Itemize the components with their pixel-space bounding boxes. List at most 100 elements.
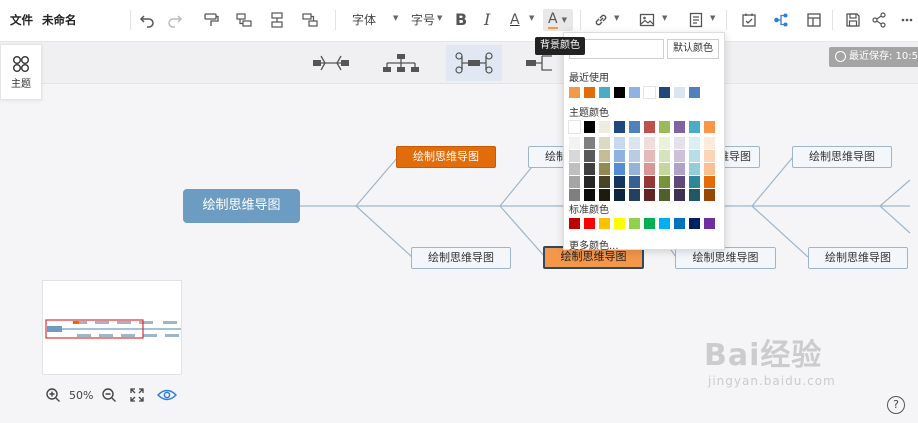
color-swatch[interactable]: [599, 121, 610, 133]
color-swatch[interactable]: [599, 87, 610, 98]
color-swatch[interactable]: [659, 189, 670, 201]
insert-parent-button[interactable]: [299, 9, 321, 31]
mindmap-root-node[interactable]: 绘制思维导图: [183, 189, 300, 223]
color-swatch[interactable]: [614, 87, 625, 98]
color-swatch[interactable]: [599, 150, 610, 162]
color-swatch[interactable]: [689, 121, 700, 133]
color-swatch[interactable]: [614, 121, 625, 133]
color-swatch[interactable]: [629, 176, 640, 188]
color-swatch[interactable]: [674, 150, 685, 162]
mindmap-node[interactable]: 绘制思维导图: [808, 247, 908, 269]
color-swatch[interactable]: [689, 218, 700, 229]
color-swatch[interactable]: [614, 189, 625, 201]
color-swatch[interactable]: [644, 176, 655, 188]
eye-icon[interactable]: [157, 387, 178, 403]
color-swatch[interactable]: [614, 176, 625, 188]
italic-button[interactable]: I: [484, 10, 491, 29]
more-colors-link[interactable]: 更多颜色...: [569, 241, 619, 252]
insert-image-button[interactable]: [636, 9, 658, 31]
color-swatch[interactable]: [629, 189, 640, 201]
insert-child-button[interactable]: [233, 9, 255, 31]
layout-option-org-chart[interactable]: [373, 45, 429, 81]
color-swatch[interactable]: [629, 87, 640, 98]
bold-button[interactable]: B: [455, 10, 468, 29]
color-swatch[interactable]: [659, 121, 670, 133]
color-swatch[interactable]: [674, 137, 685, 149]
color-swatch[interactable]: [659, 87, 670, 98]
layout-option-logic[interactable]: [516, 45, 572, 81]
default-color-button[interactable]: 默认颜色: [667, 39, 719, 59]
color-swatch[interactable]: [704, 176, 715, 188]
color-swatch[interactable]: [584, 189, 595, 201]
color-swatch[interactable]: [614, 150, 625, 162]
share-button[interactable]: [868, 9, 890, 31]
layout-option-fishbone[interactable]: [303, 45, 359, 81]
color-swatch[interactable]: [689, 87, 700, 98]
color-swatch[interactable]: [674, 189, 685, 201]
font-color-button[interactable]: A: [510, 12, 520, 28]
undo-button[interactable]: [136, 9, 158, 31]
color-swatch[interactable]: [689, 163, 700, 175]
color-swatch[interactable]: [689, 150, 700, 162]
insert-note-button[interactable]: [685, 9, 707, 31]
color-swatch[interactable]: [644, 150, 655, 162]
color-swatch[interactable]: [599, 189, 610, 201]
color-swatch[interactable]: [674, 176, 685, 188]
color-swatch[interactable]: [643, 86, 656, 99]
color-swatch[interactable]: [674, 218, 685, 229]
mindmap-node[interactable]: 绘制思维导图: [792, 146, 892, 168]
color-swatch[interactable]: [569, 218, 580, 229]
color-swatch[interactable]: [644, 121, 655, 133]
format-painter-button[interactable]: [200, 9, 222, 31]
save-button[interactable]: [842, 9, 864, 31]
color-swatch[interactable]: [629, 137, 640, 149]
color-swatch[interactable]: [674, 87, 685, 98]
minimap[interactable]: [42, 280, 182, 375]
color-swatch[interactable]: [674, 121, 685, 133]
color-swatch[interactable]: [599, 163, 610, 175]
insert-link-button[interactable]: [590, 9, 612, 31]
color-swatch[interactable]: [599, 176, 610, 188]
color-swatch[interactable]: [659, 218, 670, 229]
color-swatch[interactable]: [584, 218, 595, 229]
background-color-button[interactable]: A ▼: [543, 9, 573, 31]
color-swatch[interactable]: [568, 120, 581, 134]
color-swatch[interactable]: [584, 137, 595, 149]
color-swatch[interactable]: [644, 163, 655, 175]
color-swatch[interactable]: [629, 150, 640, 162]
task-button[interactable]: [738, 9, 760, 31]
color-swatch[interactable]: [659, 176, 670, 188]
zoom-in-icon[interactable]: [45, 387, 61, 403]
color-swatch[interactable]: [659, 137, 670, 149]
color-swatch[interactable]: [629, 163, 640, 175]
color-swatch[interactable]: [614, 163, 625, 175]
color-swatch[interactable]: [704, 218, 715, 229]
file-menu[interactable]: 文件: [10, 13, 33, 27]
font-size-select[interactable]: 字号: [411, 13, 436, 27]
color-swatch[interactable]: [584, 150, 595, 162]
color-swatch[interactable]: [584, 121, 595, 133]
document-title[interactable]: 未命名: [42, 13, 77, 27]
color-swatch[interactable]: [584, 163, 595, 175]
color-swatch[interactable]: [629, 121, 640, 133]
more-menu-button[interactable]: [896, 9, 918, 31]
color-swatch[interactable]: [569, 189, 580, 201]
color-swatch[interactable]: [644, 218, 655, 229]
color-swatch[interactable]: [584, 176, 595, 188]
color-swatch[interactable]: [614, 137, 625, 149]
color-swatch[interactable]: [689, 189, 700, 201]
help-button[interactable]: ?: [887, 396, 905, 414]
color-swatch[interactable]: [569, 87, 580, 98]
layout-option-mindmap[interactable]: [446, 45, 502, 81]
layout-panel-button[interactable]: [803, 9, 825, 31]
theme-panel-button[interactable]: 主题: [0, 44, 42, 100]
color-swatch[interactable]: [659, 150, 670, 162]
color-swatch[interactable]: [704, 189, 715, 201]
color-swatch[interactable]: [614, 218, 625, 229]
color-swatch[interactable]: [689, 176, 700, 188]
color-swatch[interactable]: [569, 137, 580, 149]
mindmap-node[interactable]: 绘制思维导图: [411, 247, 511, 269]
color-swatch[interactable]: [704, 121, 715, 133]
zoom-out-icon[interactable]: [101, 387, 117, 403]
color-swatch[interactable]: [644, 137, 655, 149]
